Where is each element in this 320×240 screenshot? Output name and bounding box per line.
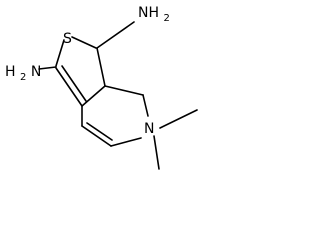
bond-n-to-methyl-1 — [159, 109, 198, 129]
atom-label-amine-top-subscript: 2 — [163, 13, 169, 24]
atom-label-amine-left-h: H — [5, 64, 16, 80]
bond-ch-to-nh2-top — [96, 21, 135, 49]
bond-ch-lower-to-ch-lower-left-double — [86, 122, 113, 141]
atom-label-amine-left-n: N — [31, 64, 41, 80]
bond-c-left-to-nh2-left — [38, 66, 57, 70]
bond-c-left-to-c-junction-double — [61, 65, 87, 102]
atom-label-amine-top: NH 2 — [138, 5, 170, 24]
bond-s-to-c-left — [55, 39, 65, 67]
atom-label-amine-top-main: NH — [138, 5, 159, 21]
bond-n-to-methyl-2 — [153, 135, 160, 170]
bond-junction-top-to-ch-ring — [104, 85, 144, 96]
bond-ch-ring-to-n — [142, 94, 149, 117]
atom-label-ring-nitrogen: N — [144, 121, 154, 137]
bond-junction-to-junction — [81, 85, 106, 107]
atom-label-sulfur: S — [63, 31, 72, 47]
molecule-structure-diagram: S NH 2 H 2 N N — [5, 5, 198, 170]
atom-label-amine-left: H 2 N — [5, 64, 41, 84]
bond-ch-lower-to-ch-lower-left — [81, 125, 112, 147]
bond-ch-to-c-ring-top — [96, 47, 106, 87]
bond-n-to-ch-lower — [110, 137, 142, 147]
bond-s-to-ch — [71, 36, 97, 49]
atom-label-amine-left-subscript: 2 — [20, 72, 26, 83]
bond-c-left-to-c-junction — [55, 67, 83, 107]
